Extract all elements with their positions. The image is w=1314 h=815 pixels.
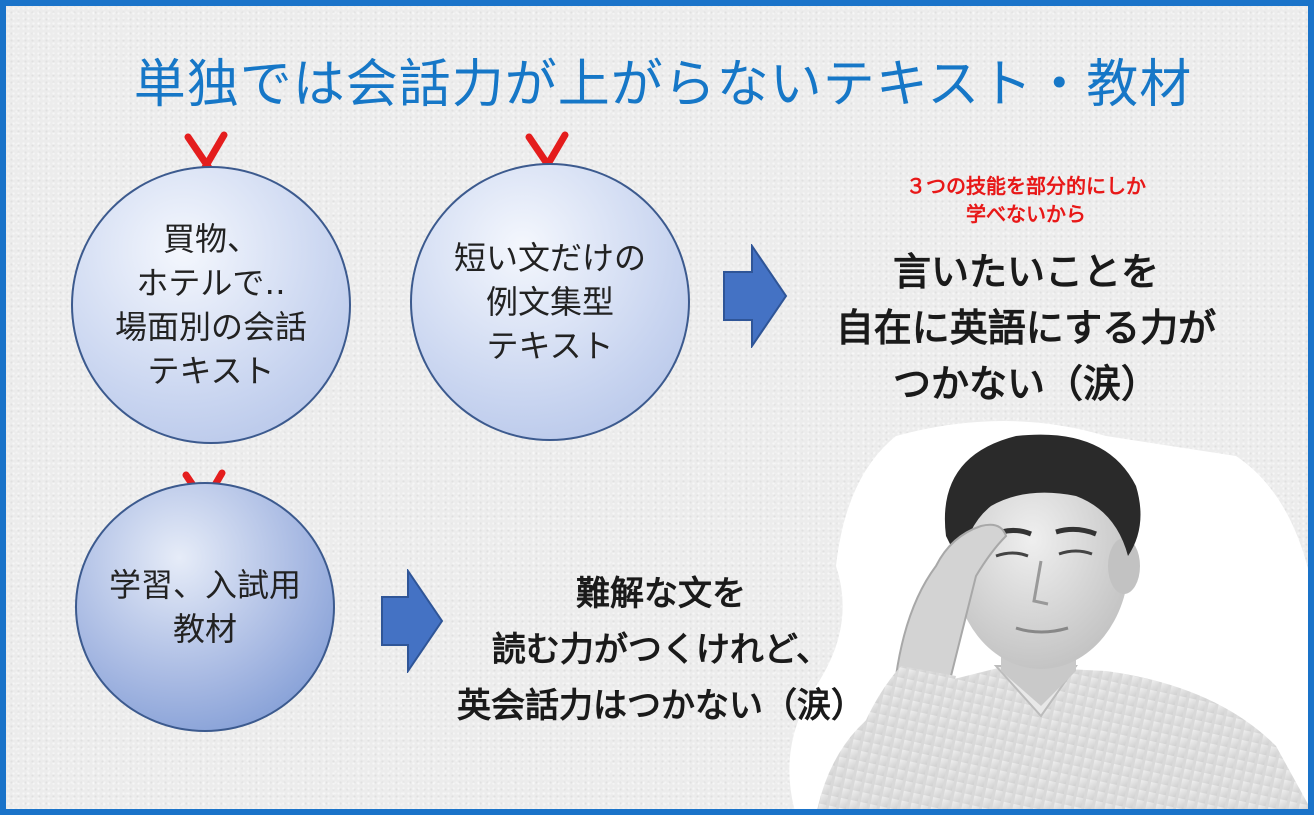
reason-line: ３つの技能を部分的にしか xyxy=(906,174,1146,198)
result-message-2: 難解な文を 読む力がつくけれど、 英会話力はつかない（涙） xyxy=(421,566,901,734)
circle-line: ホテルで‥ xyxy=(136,264,286,302)
circle-line: 短い文だけの xyxy=(453,239,646,277)
troubled-man-photo xyxy=(789,421,1308,809)
reason-line: 学べないから xyxy=(966,202,1086,226)
circle-line: 教材 xyxy=(172,610,237,648)
circle-line: テキスト xyxy=(147,352,275,390)
result-line: 言いたいことを xyxy=(892,249,1159,294)
result-line: つかない（涙） xyxy=(892,361,1159,406)
exam-material-circle: 学習、入試用 教材 xyxy=(75,482,335,732)
short-sentence-textbook-circle: 短い文だけの 例文集型 テキスト xyxy=(410,163,690,441)
circle-line: 学習、入試用 xyxy=(108,566,301,604)
page-title: 単独では会話力が上がらないテキスト・教材 xyxy=(133,55,1193,115)
result-line: 難解な文を xyxy=(576,574,746,614)
result-line: 英会話力はつかない（涙） xyxy=(457,686,865,726)
circle-line: 例文集型 xyxy=(485,283,614,321)
right-arrow-icon xyxy=(723,244,788,348)
right-arrow-icon xyxy=(381,569,444,673)
result-line: 読む力がつくけれど、 xyxy=(491,630,831,670)
reason-note: ３つの技能を部分的にしか 学べないから xyxy=(786,172,1266,228)
circle-line: 買物、 xyxy=(162,220,259,258)
circle-line: 場面別の会話 xyxy=(114,308,307,346)
result-message-1: 言いたいことを 自在に英語にする力が つかない（涙） xyxy=(786,244,1266,412)
circle-line: テキスト xyxy=(486,327,614,365)
result-line: 自在に英語にする力が xyxy=(835,305,1217,350)
scene-conversation-textbook-circle: 買物、 ホテルで‥ 場面別の会話 テキスト xyxy=(71,166,351,444)
